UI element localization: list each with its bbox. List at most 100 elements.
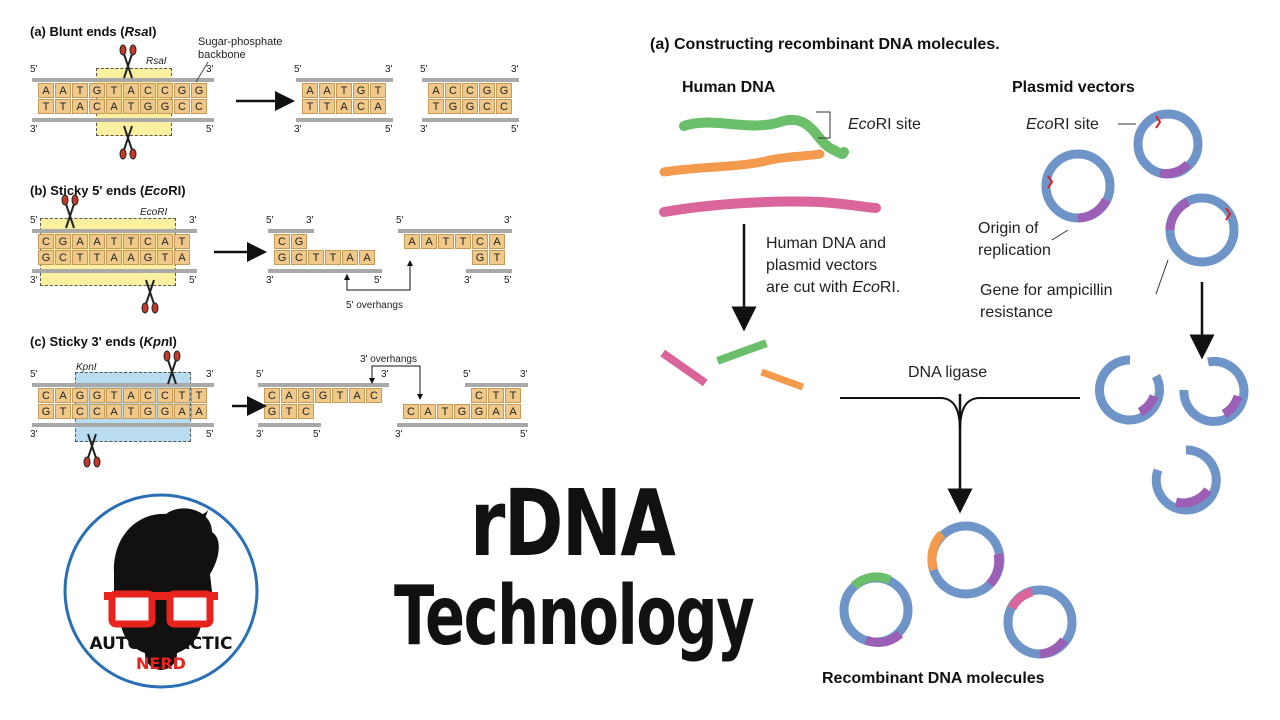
base-pair: G (472, 250, 488, 265)
base-pair: C (174, 99, 190, 114)
base-pair: T (174, 234, 190, 249)
strand-end-label: 5' (520, 429, 528, 440)
base-pair: T (332, 388, 348, 403)
base-pair: T (55, 99, 71, 114)
scissors-icon (83, 433, 101, 468)
strand-end-label: 5' (463, 369, 471, 380)
ecori-label: EcoRI (140, 207, 168, 218)
base-pair: C (264, 388, 280, 403)
base-pair: A (336, 99, 352, 114)
base-pair: T (505, 388, 521, 403)
base-pair: C (472, 234, 488, 249)
base-pair: G (140, 250, 156, 265)
strand-end-label: 3' (464, 275, 472, 286)
base-pair: C (496, 99, 512, 114)
base-pair: C (291, 250, 307, 265)
base-pair: C (140, 234, 156, 249)
base-pair: C (157, 388, 173, 403)
logo-text-2: NERD (136, 654, 186, 673)
base-pair: A (428, 83, 444, 98)
strand-end-label: 3' (381, 369, 389, 380)
strand-end-label: 5' (396, 215, 404, 226)
base-pair: T (123, 99, 139, 114)
base-pair: T (123, 234, 139, 249)
title-rdna: rDNA (470, 470, 676, 577)
dna-strand (422, 118, 519, 122)
dna-strand (268, 229, 314, 233)
base-pair: C (38, 388, 54, 403)
base-pair: G (479, 83, 495, 98)
panel-b-title: (b) Sticky 5' ends (EcoRI) (30, 183, 186, 198)
scissors-icon (119, 44, 137, 79)
base-pair: T (281, 404, 297, 419)
base-pair: G (55, 234, 71, 249)
strand-end-label: 3' (420, 124, 428, 135)
base-pair: C (55, 250, 71, 265)
base-pair: A (174, 404, 190, 419)
base-pair: A (123, 388, 139, 403)
right-panel-title: (a) Constructing recombinant DNA molecul… (650, 36, 1000, 53)
strand-end-label: 5' (30, 369, 38, 380)
left-panel-graphics (61, 44, 423, 468)
base-pair: A (342, 250, 358, 265)
kpni-label: KpnI (76, 362, 97, 373)
base-pair: C (298, 404, 314, 419)
strand-end-label: 5' (256, 369, 264, 380)
cut-plasmid-1 (1095, 355, 1164, 425)
base-pair: T (106, 388, 122, 403)
dna-strand (466, 269, 512, 273)
dna-strand (398, 229, 512, 233)
dna-strand (32, 383, 214, 387)
base-pair: G (445, 99, 461, 114)
base-pair: G (140, 404, 156, 419)
recombinant-plasmid-1 (839, 572, 913, 647)
base-pair: A (421, 234, 437, 249)
strand-end-label: 5' (313, 429, 321, 440)
base-pair: G (38, 404, 54, 419)
strand-end-label: 3' (206, 369, 214, 380)
base-pair: C (140, 388, 156, 403)
dna-strand (296, 118, 393, 122)
base-pair: T (428, 99, 444, 114)
plasmid-3 (1165, 193, 1239, 267)
strand-end-label: 5' (504, 275, 512, 286)
dna-strand (397, 423, 528, 427)
base-pair: G (157, 404, 173, 419)
strand-end-label: 3' (30, 429, 38, 440)
base-pair: C (191, 99, 207, 114)
base-pair: T (174, 388, 190, 403)
strand-end-label: 3' (30, 275, 38, 286)
nerd-face-icon (63, 493, 259, 689)
base-pair: G (462, 99, 478, 114)
base-pair: C (89, 404, 105, 419)
strand-end-label: 5' (206, 429, 214, 440)
strand-end-label: 5' (30, 64, 38, 75)
base-pair: C (479, 99, 495, 114)
base-pair: G (454, 404, 470, 419)
base-pair: A (174, 250, 190, 265)
base-pair: G (72, 388, 88, 403)
base-pair: T (106, 83, 122, 98)
base-pair: G (89, 388, 105, 403)
base-pair: T (55, 404, 71, 419)
base-pair: T (325, 250, 341, 265)
strand-end-label: 5' (30, 215, 38, 226)
base-pair: T (488, 388, 504, 403)
fragment-pink (660, 349, 708, 387)
base-pair: T (191, 388, 207, 403)
scissors-icon (141, 279, 159, 314)
logo-text-1: AUTODIDACTIC (89, 634, 233, 654)
strand-end-label: 5' (189, 275, 197, 286)
dna-strand (32, 423, 214, 427)
base-pair: A (281, 388, 297, 403)
human-dna-orange (659, 149, 825, 177)
strand-end-label: 3' (189, 215, 197, 226)
base-pair: A (123, 250, 139, 265)
base-pair: T (336, 83, 352, 98)
strand-end-label: 5' (294, 64, 302, 75)
strand-end-label: 5' (206, 124, 214, 135)
base-pair: T (370, 83, 386, 98)
base-pair: A (38, 83, 54, 98)
dna-strand (258, 423, 321, 427)
